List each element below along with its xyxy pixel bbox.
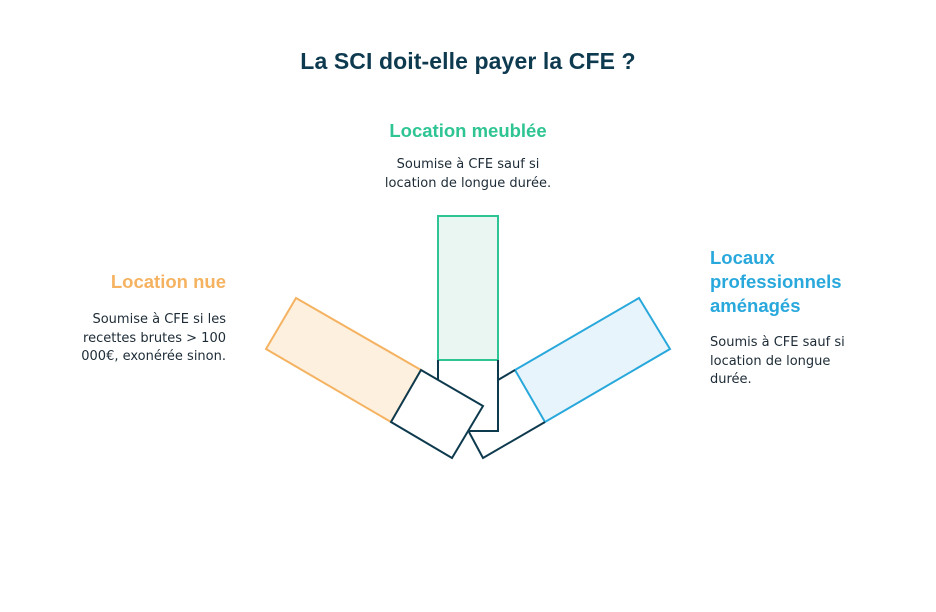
heading-location-nue: Location nue [110,271,226,292]
bar-pro-colored-part [513,296,672,424]
description-location-nue: Soumise à CFE si les recettes brutes > 1… [81,312,226,364]
description-location-meublee: Soumise à CFE sauf si location de longue… [0,156,936,193]
bar-meublee-colored-part [437,215,499,361]
bar-pro-stem [468,421,546,460]
bar-location-meublee [437,215,499,432]
bar-nue-stem [389,368,485,460]
bar-nue-colored-part [264,296,423,424]
bar-location-nue [264,296,485,460]
heading-locaux-professionnels: Locaux professionnels aménagés [710,247,842,316]
heading-location-meublee: Location meublée [389,120,547,141]
description-locaux-professionnels: Soumis à CFE sauf si location de longue … [710,335,845,387]
bar-pro-stem-top [497,369,516,381]
description-location-meublee-text: Soumise à CFE sauf si location de longue… [384,157,552,191]
bar-meublee-stem [468,360,499,432]
page-title: La SCI doit-elle payer la CFE ? [300,48,636,74]
bar-locaux-professionnels [468,296,672,460]
